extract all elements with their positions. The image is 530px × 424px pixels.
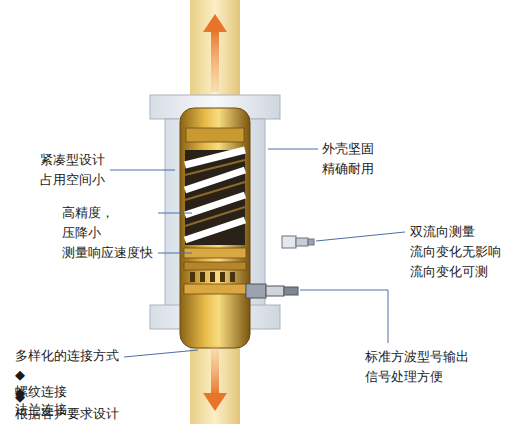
helical-rotor [185, 150, 245, 245]
callout-text: 紧凑型设计 占用空间小 [40, 150, 105, 190]
sensor-connector [282, 236, 314, 248]
flow-arrow [211, 30, 219, 92]
signal-connector [246, 284, 298, 298]
callout-text: 外壳坚固 精确耐用 [322, 139, 374, 179]
callout-text: 标准方波型号输出 信号处理方便 [365, 347, 469, 387]
callout-text: 测量响应速度快 [62, 243, 153, 263]
callout-text: 双流向测量 流向变化无影响 流向变化可测 [410, 222, 501, 282]
list-item: ◆根据客户要求设计 [15, 388, 119, 422]
callout-heading: 多样化的连接方式 [15, 347, 119, 364]
flow-arrow-head [203, 393, 227, 411]
flow-arrow [211, 345, 219, 395]
callout-text: 高精度，压降小 [62, 203, 114, 243]
flow-arrow-head [203, 14, 227, 32]
rotor-body [180, 108, 250, 348]
leader-lines [110, 149, 405, 357]
